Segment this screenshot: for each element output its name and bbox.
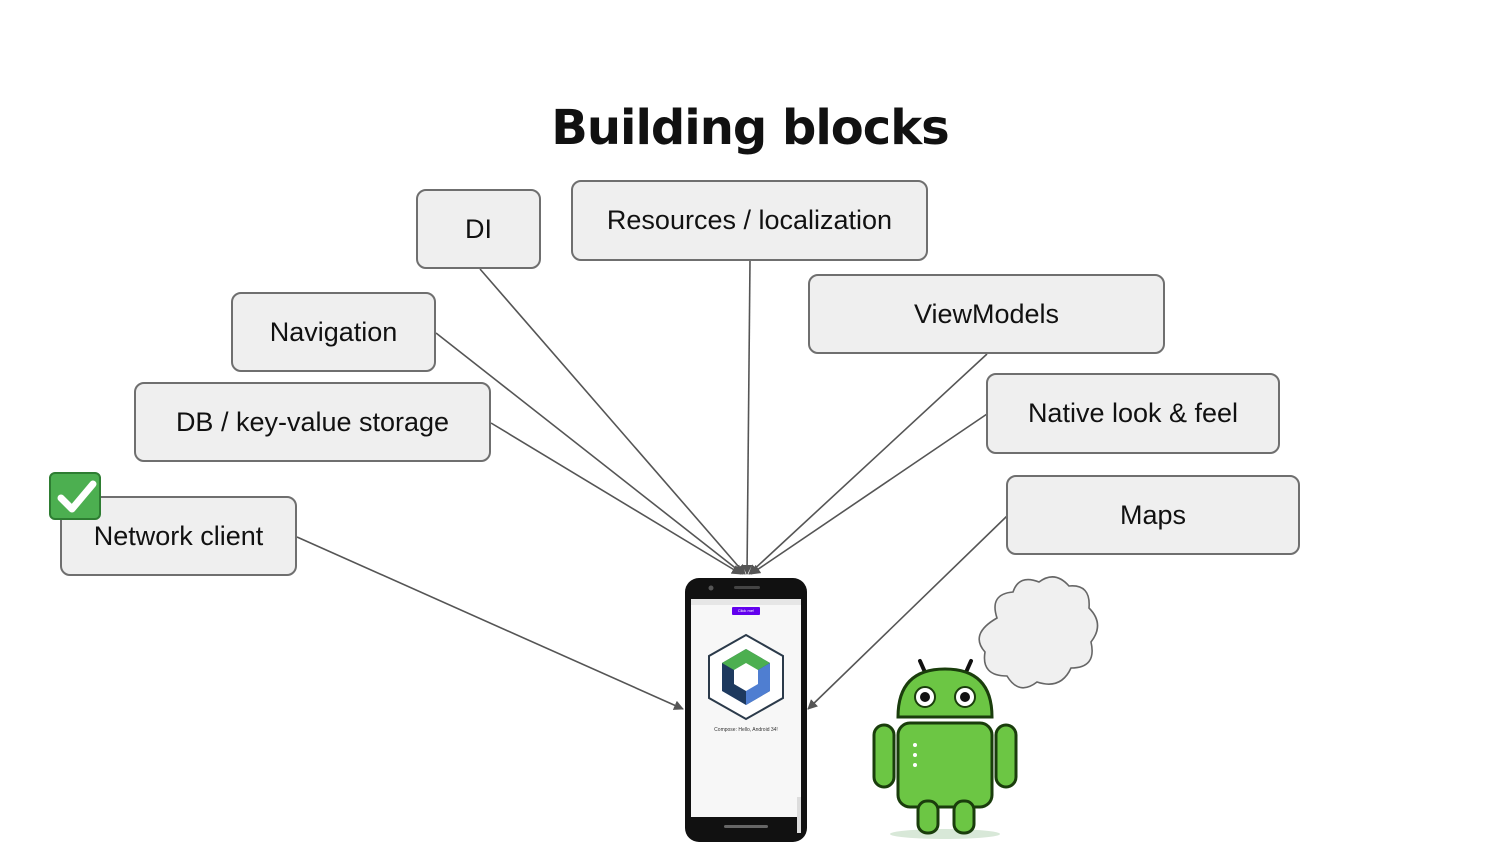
connector-di: [479, 268, 746, 575]
connector-network: [296, 536, 684, 710]
check-mark-icon: [49, 472, 101, 520]
thought-cloud-icon: [975, 572, 1105, 701]
connector-navigation: [435, 332, 744, 575]
box-native-look-feel: Native look & feel: [986, 373, 1280, 454]
connector-native-look: [750, 413, 988, 575]
box-resources-localization: Resources / localization: [571, 180, 928, 261]
diagram-title: Building blocks: [551, 100, 949, 156]
android-phone-icon: Click me! Compose: Hello, Android 34!: [684, 577, 808, 848]
phone-greeting-text: Compose: Hello, Android 34!: [714, 727, 778, 733]
box-db-key-value-storage: DB / key-value storage: [134, 382, 491, 462]
connector-db-storage: [490, 422, 742, 575]
box-di: DI: [416, 189, 541, 269]
box-navigation: Navigation: [231, 292, 436, 372]
connector-resources: [742, 260, 753, 575]
box-viewmodels: ViewModels: [808, 274, 1165, 354]
phone-button-label: Click me!: [737, 608, 755, 613]
connector-viewmodels: [748, 353, 988, 575]
box-maps: Maps: [1006, 475, 1300, 555]
android-robot-icon: [868, 655, 1018, 845]
connector-maps: [807, 515, 1008, 710]
